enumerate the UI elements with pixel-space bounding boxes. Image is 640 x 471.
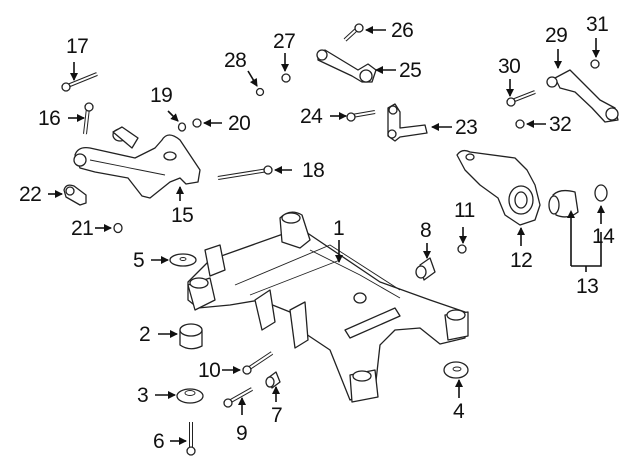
bushing-2-part[interactable] <box>179 323 203 350</box>
callout-9[interactable]: 9 <box>236 422 248 445</box>
link-23-part[interactable] <box>387 103 428 142</box>
ring-14-part[interactable] <box>594 184 608 202</box>
callout-3[interactable]: 3 <box>137 384 149 407</box>
callout-19[interactable]: 19 <box>150 84 173 107</box>
callout-2[interactable]: 2 <box>139 323 151 346</box>
bolt-9-part[interactable] <box>223 387 253 408</box>
nut-11-part[interactable] <box>457 244 467 254</box>
nut-20-part[interactable] <box>192 118 202 128</box>
callout-32[interactable]: 32 <box>549 113 572 136</box>
bolt-30-part[interactable] <box>506 90 536 107</box>
nut-31-part[interactable] <box>590 59 600 69</box>
bolt-17-part[interactable] <box>61 72 98 92</box>
callout-28[interactable]: 28 <box>224 49 247 72</box>
callout-29[interactable]: 29 <box>545 24 568 47</box>
washer-19-part[interactable] <box>177 122 187 132</box>
callout-14[interactable]: 14 <box>592 225 615 248</box>
callout-22[interactable]: 22 <box>19 183 42 206</box>
lower-control-arm-part[interactable] <box>73 126 201 199</box>
nut-28-part[interactable] <box>255 87 265 97</box>
nut-32-part[interactable] <box>515 119 525 129</box>
callout-11[interactable]: 11 <box>454 199 475 222</box>
callout-6[interactable]: 6 <box>153 430 165 453</box>
callout-16[interactable]: 16 <box>38 107 61 130</box>
crossmember-part[interactable] <box>187 211 469 403</box>
callout-10[interactable]: 10 <box>198 359 221 382</box>
callout-7[interactable]: 7 <box>271 404 283 427</box>
bolt-26-part[interactable] <box>343 23 364 42</box>
callout-30[interactable]: 30 <box>498 55 521 78</box>
callout-25[interactable]: 25 <box>399 59 422 82</box>
nut-21-part[interactable] <box>113 222 123 234</box>
callout-20[interactable]: 20 <box>228 112 251 135</box>
callout-4[interactable]: 4 <box>453 400 465 423</box>
callout-17[interactable]: 17 <box>66 35 89 58</box>
callout-26[interactable]: 26 <box>391 19 414 42</box>
bolt-18-part[interactable] <box>217 165 273 180</box>
callout-15[interactable]: 15 <box>171 204 194 227</box>
stop-plate-4-part[interactable] <box>443 361 469 379</box>
callout-arrows <box>48 26 605 445</box>
callout-18[interactable]: 18 <box>302 159 325 182</box>
bushing-7-part[interactable] <box>265 371 281 389</box>
callout-27[interactable]: 27 <box>273 30 296 53</box>
callout-13[interactable]: 13 <box>576 275 599 298</box>
callout-1[interactable]: 1 <box>333 217 345 240</box>
bushing-8-part[interactable] <box>415 257 436 281</box>
link-22-part[interactable] <box>63 184 87 206</box>
control-arm-25-part[interactable] <box>316 49 377 83</box>
bolt-10-part[interactable] <box>242 351 274 375</box>
bolt-24-part[interactable] <box>346 110 376 122</box>
bushing-13-part[interactable] <box>548 189 579 218</box>
callout-23[interactable]: 23 <box>455 116 478 139</box>
callout-24[interactable]: 24 <box>300 105 323 128</box>
bolt-16-part[interactable] <box>83 102 94 135</box>
callout-8[interactable]: 8 <box>420 219 432 242</box>
callout-12[interactable]: 12 <box>510 249 533 272</box>
callout-31[interactable]: 31 <box>586 13 609 36</box>
knuckle-part[interactable] <box>456 149 541 226</box>
washer-5-part[interactable] <box>169 253 197 267</box>
callout-21[interactable]: 21 <box>71 217 94 240</box>
washer-27-part[interactable] <box>281 73 291 83</box>
bolt-6-part[interactable] <box>186 422 196 456</box>
callout-5[interactable]: 5 <box>133 249 145 272</box>
washer-3-part[interactable] <box>176 388 204 404</box>
upper-control-arm-part[interactable] <box>546 69 619 123</box>
